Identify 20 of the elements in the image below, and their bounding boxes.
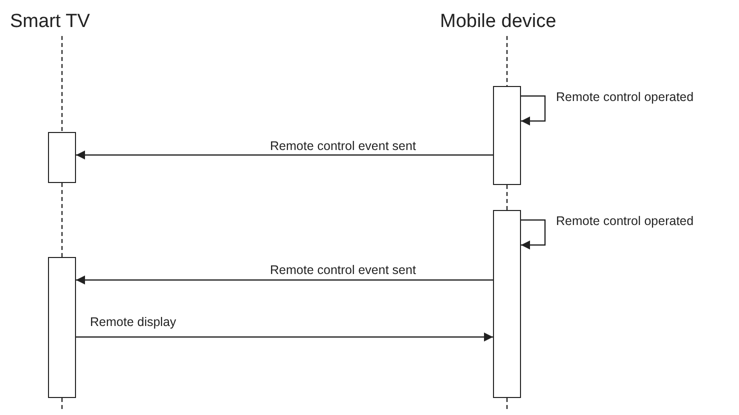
self-message-arrow (521, 219, 546, 250)
message-arrow (76, 150, 493, 160)
lifeline (61, 398, 63, 410)
activation-bar (493, 86, 521, 185)
activation-bar (48, 257, 76, 398)
message-arrow (76, 276, 493, 284)
lifeline-header: Smart TV (10, 10, 90, 34)
lifeline (506, 398, 508, 410)
activation-bar (48, 132, 76, 183)
edge-label: Remote control operated (556, 214, 694, 229)
lifeline-header: Mobile device (440, 10, 556, 34)
lifeline (506, 36, 508, 86)
lifeline (506, 185, 508, 210)
lifeline (61, 36, 63, 132)
message-arrow (76, 332, 493, 342)
self-message-arrow (521, 95, 546, 126)
activation-bar (493, 210, 521, 398)
lifeline (61, 183, 63, 257)
edge-label: Remote display (90, 315, 176, 330)
edge-label: Remote control operated (556, 90, 694, 105)
